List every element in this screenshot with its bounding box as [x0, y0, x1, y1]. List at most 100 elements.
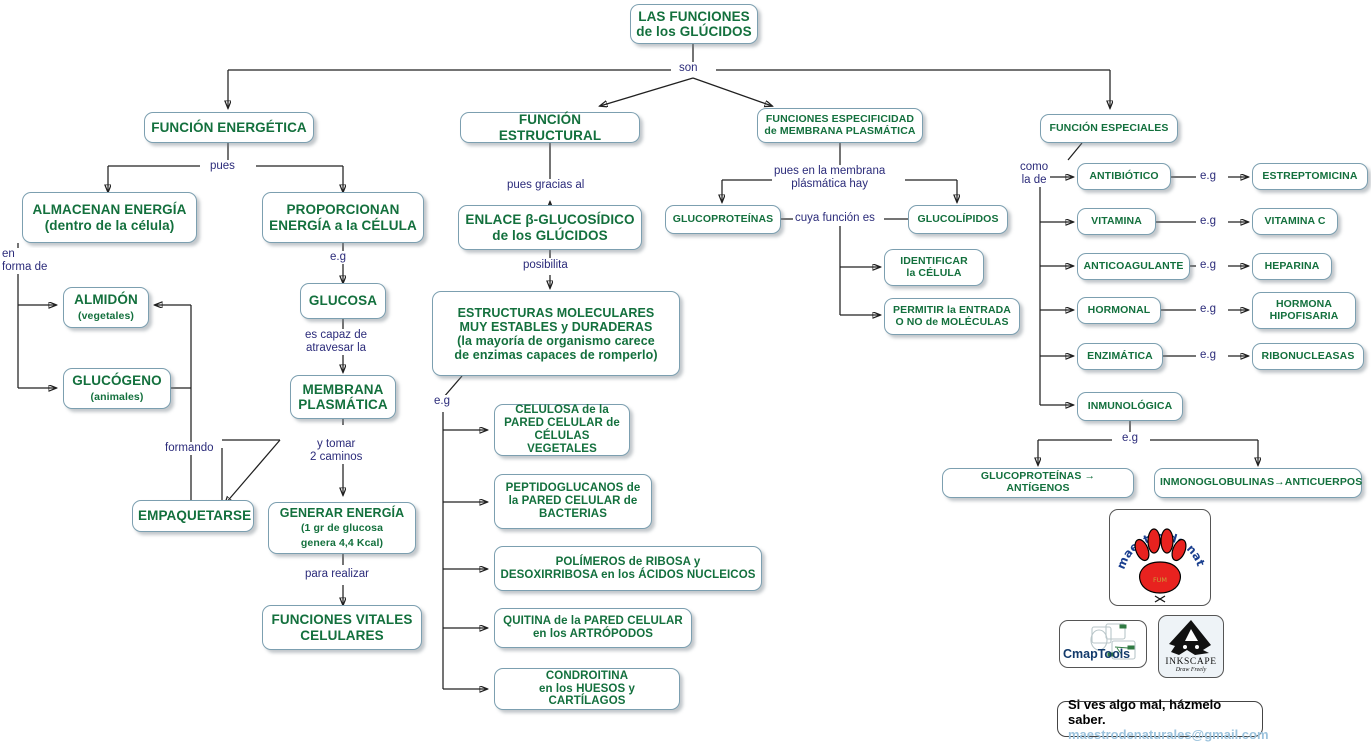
- node-ejemplo-ribonucleasas[interactable]: RIBONUCLEASAS: [1252, 343, 1364, 370]
- node-estructuras-line3: (la mayoría de organismo carece: [457, 333, 655, 348]
- link-label-es-capaz: es capaz de: [305, 329, 368, 341]
- node-glucolipidos[interactable]: GLUCOLÍPIDOS: [908, 205, 1008, 234]
- node-proporcionan-energia[interactable]: PROPORCIONAN ENERGÍA a la CÉLULA: [262, 192, 424, 243]
- node-membrana-plasmatica[interactable]: MEMBRANA PLASMÁTICA: [290, 375, 396, 419]
- link-label-pues-en-la-membrana: pues en la membrana plásmática hay: [772, 165, 888, 192]
- node-inmunologica-label: INMUNOLÓGICA: [1087, 399, 1173, 412]
- node-permitir-line1: PERMITIR la ENTRADA: [893, 303, 1011, 316]
- node-vitamina-c-label: VITAMINA C: [1264, 214, 1326, 227]
- link-label-y-tomar: y tomar: [317, 438, 356, 450]
- node-estructuras-moleculares[interactable]: ESTRUCTURAS MOLECULARES MUY ESTABLES y D…: [432, 291, 680, 376]
- node-permitir-entrada[interactable]: PERMITIR la ENTRADA O NO de MOLÉCULAS: [884, 298, 1020, 335]
- node-polimeros-line1: POLÍMEROS de RIBOSA y: [555, 555, 701, 568]
- node-generar-line3: genera 4,4 Kcal): [300, 537, 384, 549]
- node-condroitina-line1: CONDROITINA: [545, 669, 629, 682]
- node-enlace-line1: ENLACE β-GLUCOSÍDICO: [465, 212, 635, 228]
- node-root[interactable]: LAS FUNCIONES de los GLÚCIDOS: [630, 4, 758, 44]
- node-especial-enzimatica[interactable]: ENZIMÁTICA: [1077, 343, 1163, 370]
- node-empaquetarse[interactable]: EMPAQUETARSE: [132, 500, 254, 532]
- node-ejemplo-vitamina-c[interactable]: VITAMINA C: [1252, 208, 1338, 235]
- link-label-atravesar: atravesar la: [305, 342, 367, 355]
- node-almidon-line1: ALMIDÓN: [74, 292, 138, 308]
- node-membrana-line2: PLASMÁTICA: [298, 397, 388, 412]
- link-label-eg-anticoagulante: e.g: [1198, 259, 1218, 273]
- link-label-pues-membrana-l2: plásmática hay: [791, 178, 868, 191]
- node-ejemplo-condroitina[interactable]: CONDROITINA en los HUESOS y CARTÍLAGOS: [494, 668, 680, 710]
- node-quitina-line1: QUITINA de la PARED CELULAR: [503, 615, 683, 628]
- logo-maestro-de-naturales: maestro de naturales FUM: [1109, 509, 1211, 606]
- node-especial-vitamina[interactable]: VITAMINA: [1077, 208, 1156, 235]
- node-funcion-energetica[interactable]: FUNCIÓN ENERGÉTICA: [144, 112, 314, 143]
- node-condroitina-line2: en los HUESOS y CARTÍLAGOS: [538, 682, 636, 708]
- node-ejemplo-peptidoglucanos[interactable]: PEPTIDOGLUCANOS de la PARED CELULAR de B…: [494, 474, 652, 529]
- link-label-y-tomar-2-caminos: y tomar 2 caminos: [308, 438, 365, 465]
- node-generar-line2: (1 gr de glucosa: [300, 522, 384, 535]
- node-glucosa[interactable]: GLUCOSA: [300, 283, 386, 319]
- node-ejemplo-quitina[interactable]: QUITINA de la PARED CELULAR en los ARTRÓ…: [494, 608, 692, 648]
- node-enlace-beta-glucosidico[interactable]: ENLACE β-GLUCOSÍDICO de los GLÚCIDOS: [458, 205, 642, 250]
- node-funciones-especificidad-line2: de MEMBRANA PLASMÁTICA: [764, 124, 916, 137]
- link-label-2-caminos: 2 caminos: [310, 451, 363, 464]
- node-ejemplo-celulosa[interactable]: CELULOSA de la PARED CELULAR de CÉLULAS …: [494, 404, 630, 456]
- node-ejemplo-polimeros[interactable]: POLÍMEROS de RIBOSA y DESOXIRRIBOSA en l…: [494, 546, 762, 591]
- node-glucosa-label: GLUCOSA: [308, 293, 378, 309]
- node-funciones-vitales-celulares[interactable]: FUNCIONES VITALES CELULARES: [262, 605, 422, 650]
- node-polimeros-line2: DESOXIRRIBOSA en los ÁCIDOS NUCLEICOS: [500, 568, 756, 581]
- cmaptools-logo-graphic: CmapTools: [1063, 623, 1136, 661]
- node-ejemplo-hormona-hipofisaria[interactable]: HORMONA HIPOFISARIA: [1252, 292, 1356, 329]
- node-especial-inmunologica[interactable]: INMUNOLÓGICA: [1077, 392, 1183, 421]
- link-label-pues-membrana-l1: pues en la membrana: [774, 165, 886, 177]
- link-label-la-de: la de: [1021, 174, 1047, 187]
- link-label-eg-inmunologica: e.g: [1120, 432, 1140, 446]
- node-glucoproteinas[interactable]: GLUCOPROTEÍNAS: [665, 205, 781, 234]
- node-funcion-especiales-label: FUNCIÓN ESPECIALES: [1049, 121, 1169, 134]
- node-especial-anticoagulante[interactable]: ANTICOAGULANTE: [1077, 253, 1190, 280]
- node-almidon-line2: (vegetales): [78, 310, 134, 323]
- link-label-es-capaz-de-atravesar: es capaz de atravesar la: [303, 329, 370, 356]
- node-anticuerpos-label: INMONOGLOBULINAS→ANTICUERPOS: [1160, 476, 1363, 489]
- node-root-line1: LAS FUNCIONES: [638, 8, 750, 24]
- node-funciones-vitales-line2: CELULARES: [300, 627, 384, 643]
- link-label-para-realizar: para realizar: [303, 568, 371, 582]
- link-label-eg-hormonal: e.g: [1198, 303, 1218, 317]
- link-label-eg-proporcionan: e.g: [328, 251, 348, 265]
- node-especial-hormonal[interactable]: HORMONAL: [1077, 297, 1161, 324]
- node-quitina-line2: en los ARTRÓPODOS: [532, 628, 654, 640]
- node-funcion-estructural[interactable]: FUNCIÓN ESTRUCTURAL: [460, 112, 640, 143]
- node-ejemplo-estreptomicina[interactable]: ESTREPTOMICINA: [1252, 163, 1368, 190]
- node-identificar-la-celula[interactable]: IDENTIFICAR la CÉLULA: [884, 249, 984, 286]
- node-funcion-especiales[interactable]: FUNCIÓN ESPECIALES: [1040, 114, 1178, 143]
- node-celulosa-line3: CÉLULAS VEGETALES: [527, 430, 597, 455]
- node-almacenan-line1: ALMACENAN ENERGÍA: [32, 202, 187, 218]
- node-estreptomicina-label: ESTREPTOMICINA: [1262, 169, 1358, 182]
- node-proporcionan-line2: ENERGÍA a la CÉLULA: [269, 217, 417, 233]
- node-ejemplo-heparina[interactable]: HEPARINA: [1252, 253, 1332, 280]
- node-generar-energia[interactable]: GENERAR ENERGÍA (1 gr de glucosa genera …: [268, 502, 416, 554]
- node-almidon[interactable]: ALMIDÓN (vegetales): [63, 287, 149, 328]
- node-peptidoglucanos-line1: PEPTIDOGLUCANOS de: [505, 482, 641, 495]
- node-inmonoglobulinas-anticuerpos[interactable]: INMONOGLOBULINAS→ANTICUERPOS: [1154, 468, 1362, 498]
- node-antibiotico-label: ANTIBIÓTICO: [1089, 169, 1159, 182]
- logo-cmaptools: CmapTools: [1059, 620, 1147, 668]
- node-glucogeno-line1: GLUCÓGENO: [72, 373, 162, 389]
- footer-contact-box: Si ves algo mal, házmelo saber. maestrod…: [1057, 697, 1269, 742]
- node-glucoproteinas-antigenos[interactable]: GLUCOPROTEÍNAS → ANTÍGENOS: [942, 468, 1134, 498]
- node-glucogeno[interactable]: GLUCÓGENO (animales): [63, 368, 171, 409]
- node-almacenan-energia[interactable]: ALMACENAN ENERGÍA (dentro de la célula): [22, 192, 197, 243]
- node-estructuras-line4: de enzimas capaces de romperlo): [454, 347, 658, 362]
- footer-email[interactable]: maestrodenaturales@gmail.com: [1068, 726, 1269, 742]
- node-especial-antibiotico[interactable]: ANTIBIÓTICO: [1077, 163, 1171, 190]
- link-label-son: son: [677, 62, 700, 76]
- node-glucogeno-line2: (animales): [90, 391, 144, 404]
- node-anticoagulante-label: ANTICOAGULANTE: [1083, 259, 1184, 272]
- link-label-como: como: [1020, 161, 1049, 173]
- node-antigenos-label: GLUCOPROTEÍNAS → ANTÍGENOS: [980, 470, 1096, 494]
- link-label-eg-antibiotico: e.g: [1198, 170, 1218, 184]
- node-empaquetarse-label: EMPAQUETARSE: [138, 508, 252, 524]
- link-label-eg-enzimatica: e.g: [1198, 349, 1218, 363]
- inkscape-logo-graphic: [1169, 620, 1211, 655]
- node-celulosa-line1: CELULOSA de la: [515, 404, 609, 417]
- node-enzimatica-label: ENZIMÁTICA: [1087, 349, 1153, 362]
- link-label-posibilita: posibilita: [521, 259, 570, 273]
- node-funciones-especificidad[interactable]: FUNCIONES ESPECIFICIDAD de MEMBRANA PLAS…: [757, 108, 923, 143]
